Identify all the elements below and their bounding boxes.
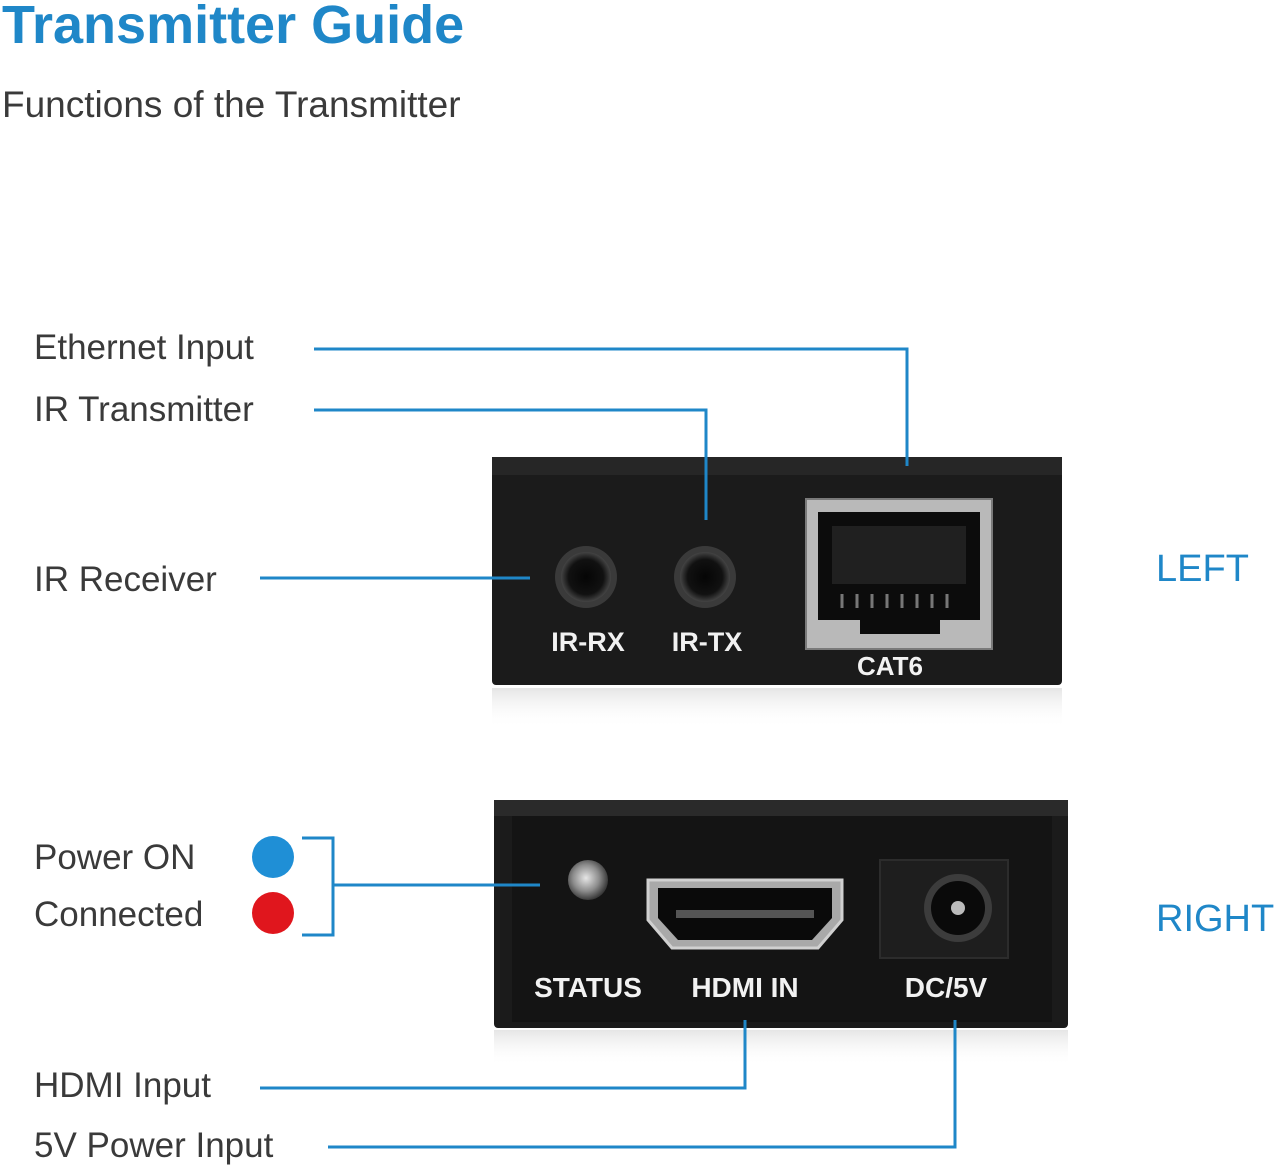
connected-dot-icon: [252, 892, 294, 934]
callout-line-hdmi: [260, 1020, 747, 1090]
page-subtitle: Functions of the Transmitter: [2, 84, 461, 125]
callout-bracket-status: [302, 836, 335, 937]
label-ethernet-input: Ethernet Input: [34, 328, 254, 367]
side-label-right: RIGHT: [1156, 898, 1275, 940]
callout-line-ethernet: [314, 347, 909, 466]
label-5v-power-input: 5V Power Input: [34, 1126, 274, 1165]
port-label-status: STATUS: [534, 972, 642, 1003]
port-label-dc-5v: DC/5V: [905, 972, 988, 1003]
right-device: STATUS HDMI IN DC/5V: [494, 800, 1068, 1066]
port-label-hdmi-in: HDMI IN: [691, 972, 798, 1003]
callout-line-ir-tx: [314, 408, 708, 520]
left-device-top-edge: [492, 457, 1062, 475]
power-on-dot-icon: [252, 836, 294, 878]
label-ir-transmitter: IR Transmitter: [34, 390, 254, 429]
port-label-cat6: CAT6: [857, 651, 923, 681]
port-label-ir-rx: IR-RX: [551, 627, 625, 657]
label-power-on: Power ON: [34, 838, 196, 877]
status-led-icon: [568, 860, 608, 900]
left-device-reflection: [492, 688, 1062, 728]
right-device-top-edge: [494, 800, 1068, 816]
rj45-port-icon: [805, 498, 993, 650]
hdmi-port-icon: [646, 878, 844, 950]
side-label-left: LEFT: [1156, 548, 1249, 590]
callout-lines: [260, 347, 957, 1149]
left-device: IR-RX IR-TX CAT6: [492, 457, 1062, 728]
label-ir-receiver: IR Receiver: [34, 560, 217, 599]
page-title: Transmitter Guide: [2, 0, 465, 55]
right-device-reflection: [494, 1030, 1068, 1066]
label-connected: Connected: [34, 895, 204, 934]
port-label-ir-tx: IR-TX: [672, 627, 743, 657]
label-hdmi-input: HDMI Input: [34, 1066, 211, 1105]
callout-line-5v: [328, 1020, 957, 1149]
